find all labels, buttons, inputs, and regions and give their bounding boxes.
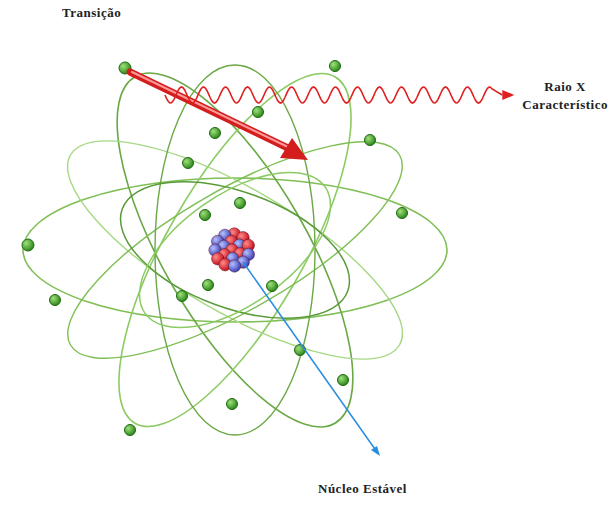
electrons xyxy=(22,61,408,436)
orbit xyxy=(73,41,398,459)
transition-label: Transição xyxy=(62,4,121,22)
electron xyxy=(235,198,246,209)
transition-arrow xyxy=(130,72,308,160)
electron xyxy=(330,61,341,72)
electron-orbits xyxy=(23,41,447,459)
electron xyxy=(397,208,408,219)
electron xyxy=(227,399,238,410)
electron xyxy=(365,135,376,146)
nucleus-label: Núcleo Estável xyxy=(318,480,407,498)
orbit xyxy=(23,178,447,322)
electron xyxy=(295,345,306,356)
electron xyxy=(125,425,136,436)
orbit xyxy=(39,101,430,398)
electron xyxy=(210,128,221,139)
orbit xyxy=(102,154,367,345)
leader-line xyxy=(243,262,377,452)
electron xyxy=(200,210,211,221)
electron xyxy=(253,107,264,118)
nucleus xyxy=(209,228,255,272)
leader-arrowhead xyxy=(371,446,380,456)
electron xyxy=(22,239,34,251)
nucleon xyxy=(228,260,240,272)
electron xyxy=(203,280,214,291)
electron xyxy=(338,375,349,386)
orbit xyxy=(40,103,429,397)
electron xyxy=(50,295,61,306)
x-ray-label: Raio X Característico xyxy=(522,78,608,113)
x-ray-arrowhead xyxy=(502,90,514,100)
electron xyxy=(267,281,278,292)
electron xyxy=(183,158,194,169)
orbit xyxy=(76,43,394,457)
x-ray-wave xyxy=(165,87,502,103)
electron xyxy=(177,291,188,302)
orbit xyxy=(113,142,356,358)
